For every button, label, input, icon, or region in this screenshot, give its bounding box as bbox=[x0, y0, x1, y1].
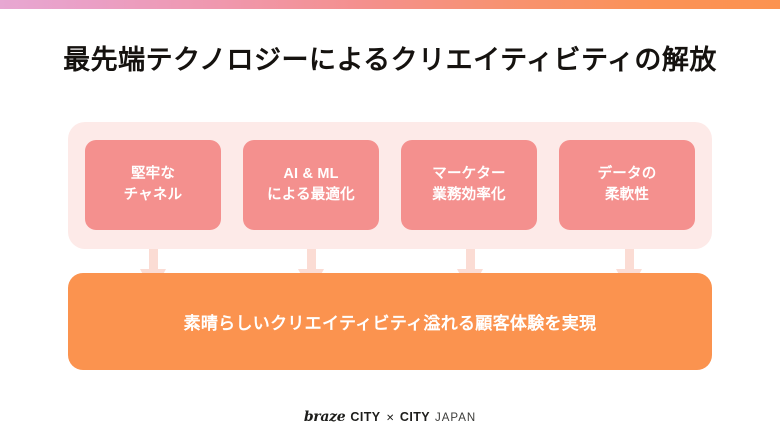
cross-icon: ✕ bbox=[386, 413, 395, 424]
page-title: 最先端テクノロジーによるクリエイティビティの解放 bbox=[63, 45, 717, 75]
arrow-shaft bbox=[149, 249, 158, 271]
region-label-japan: JAPAN bbox=[434, 412, 477, 424]
braze-wordmark: braze bbox=[303, 409, 346, 425]
capability-card-data-flexibility[interactable]: データの 柔軟性 bbox=[559, 140, 695, 230]
arrow-shaft bbox=[307, 249, 316, 271]
card-label-line1: データの bbox=[597, 166, 657, 183]
capability-card-robust-channels[interactable]: 堅牢な チャネル bbox=[85, 140, 221, 230]
card-label-line1: 堅牢な bbox=[130, 166, 176, 183]
card-label-line2: による最適化 bbox=[267, 187, 355, 203]
citycity-left-word: CITY bbox=[350, 410, 381, 424]
card-label-line1: マーケター bbox=[432, 166, 506, 183]
card-label-line2: チャネル bbox=[123, 187, 183, 203]
capability-card-ai-ml-optimization[interactable]: AI & ML による最適化 bbox=[243, 140, 379, 230]
capability-card-marketer-efficiency[interactable]: マーケター 業務効率化 bbox=[401, 140, 537, 230]
top-gradient-accent-bar bbox=[0, 0, 780, 9]
outcome-banner: 素晴らしいクリエイティビティ溢れる顧客体験を実現 bbox=[68, 273, 712, 370]
card-label-line1: AI & ML bbox=[283, 166, 339, 183]
card-label-line2: 柔軟性 bbox=[604, 187, 650, 203]
arrow-shaft bbox=[466, 249, 475, 271]
capabilities-panel: 堅牢な チャネル AI & ML による最適化 マーケター 業務効率化 データの… bbox=[68, 122, 712, 249]
capability-card-row: 堅牢な チャネル AI & ML による最適化 マーケター 業務効率化 データの… bbox=[85, 140, 695, 230]
card-label-line2: 業務効率化 bbox=[432, 187, 506, 203]
footer-logo-lockup: braze CITY ✕ CITY JAPAN bbox=[0, 409, 780, 425]
citycity-right-word: CITY bbox=[399, 410, 430, 424]
outcome-banner-text: 素晴らしいクリエイティビティ溢れる顧客体験を実現 bbox=[183, 314, 597, 333]
arrow-shaft bbox=[625, 249, 634, 271]
